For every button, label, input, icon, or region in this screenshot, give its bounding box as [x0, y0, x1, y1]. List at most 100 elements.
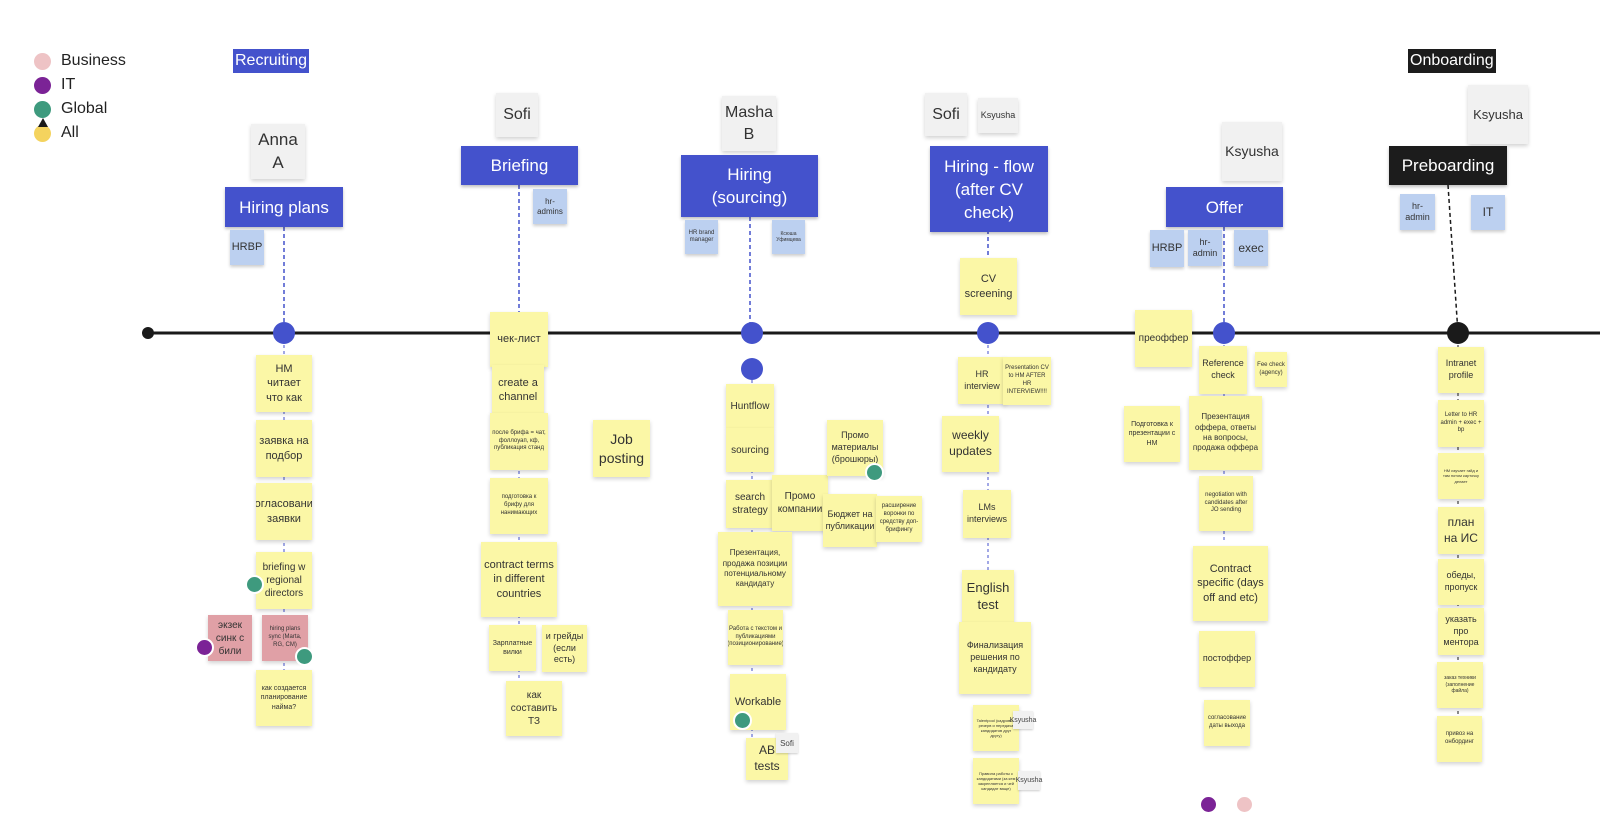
sticky-note[interactable]: Промо компании — [772, 475, 828, 531]
owner-ksyusha-offer[interactable]: Ksyusha — [1222, 122, 1282, 181]
owner-masha[interactable]: Masha B — [722, 96, 776, 151]
sticky-note[interactable]: как создается планирование найма? — [256, 670, 312, 726]
business-dot — [1237, 797, 1252, 812]
sticky-note[interactable]: Правила работы с кандидатами (за кем зак… — [973, 758, 1019, 804]
owner-anna[interactable]: Anna A — [251, 124, 305, 179]
timeline-start-node — [142, 327, 154, 339]
sticky-note[interactable]: English test — [962, 570, 1014, 623]
legend-label: IT — [61, 76, 76, 93]
sticky-note[interactable]: Зарплатные вилки — [489, 625, 536, 671]
global-dot — [245, 575, 264, 594]
sticky-note[interactable]: Презентация, продажа позиции потенциальн… — [718, 532, 792, 606]
sticky-note[interactable]: после брифа = чат, фоллоуап, кф, публика… — [490, 413, 548, 470]
legend-label: Business — [61, 52, 126, 69]
owner-ksyusha-flow[interactable]: Ksyusha — [978, 98, 1018, 133]
sticky-note[interactable]: Presentation CV to HM AFTER HR INTERVIEW… — [1003, 357, 1051, 405]
sticky-note[interactable]: как составить ТЗ — [506, 681, 562, 736]
legend-item-global: Global — [34, 98, 107, 120]
sticky-note[interactable]: постоффер — [1199, 631, 1255, 687]
legend-dot-all — [34, 117, 51, 142]
sticky-note[interactable]: Финализация решения по кандидату — [959, 622, 1031, 694]
role-ksyusha-ufimtseva[interactable]: Ксюша Уфимцева — [772, 220, 805, 254]
sticky-note[interactable]: заявка на подбор — [256, 420, 312, 477]
legend-item-business: Business — [34, 50, 126, 72]
sticky-note[interactable]: create a channel — [492, 365, 544, 415]
sticky-note[interactable]: Intranet profile — [1438, 347, 1484, 393]
sticky-note[interactable]: подготовка к брифу для нанимающих — [490, 478, 548, 534]
role-hr-admins[interactable]: hr-admins — [533, 189, 567, 224]
sticky-note[interactable]: Contract specific (days off and etc) — [1193, 546, 1268, 621]
phase-preboarding[interactable]: Preboarding — [1389, 146, 1507, 185]
role-hr-admin-preboarding[interactable]: hr-admin — [1400, 194, 1435, 230]
legend-label: All — [61, 124, 79, 141]
legend-dot-it — [34, 76, 51, 94]
sticky-note[interactable]: sourcing — [726, 428, 774, 472]
legend-item-it: IT — [34, 74, 75, 96]
global-dot — [295, 647, 314, 666]
timeline-node-flow — [977, 322, 999, 344]
section-onboarding[interactable]: Onboarding — [1408, 49, 1496, 73]
timeline-node-offer — [1213, 322, 1235, 344]
sticky-note[interactable]: HM изучает гайд и там потом карточку дел… — [1438, 453, 1484, 499]
sticky-note[interactable]: Бюджет на публикации — [823, 494, 877, 547]
sticky-note[interactable]: contract terms in different countries — [481, 542, 557, 617]
sticky-note[interactable]: и грейды (если есть) — [542, 625, 587, 672]
sticky-note[interactable]: briefing w regional directors — [256, 552, 312, 609]
tag-ksyusha[interactable]: Ksyusha — [1010, 711, 1036, 729]
legend-dot-business — [34, 52, 51, 70]
sticky-note[interactable]: расширение воронки по средству доп-брифи… — [876, 496, 922, 542]
sticky-note[interactable]: согласование даты выхода — [1204, 700, 1250, 746]
sticky-note[interactable]: Huntflow — [726, 384, 774, 428]
tag-ksyusha[interactable]: Ksyusha — [1016, 771, 1042, 790]
legend-item-all: All — [34, 117, 79, 144]
role-hrbp-offer[interactable]: HRBP — [1150, 230, 1184, 267]
sticky-note[interactable]: Talentpool (кадровый резерв и передача к… — [973, 705, 1019, 751]
sticky-note[interactable]: план на ИС — [1438, 507, 1484, 554]
global-dot — [865, 463, 884, 482]
sticky-note[interactable]: обеды, пропуск — [1438, 559, 1484, 605]
sticky-note[interactable]: HR interview — [958, 357, 1006, 404]
sticky-note[interactable]: HM читает что как — [256, 355, 312, 412]
sticky-note[interactable]: LMs interviews — [963, 490, 1011, 538]
sticky-note[interactable]: Работа с текстом и публикациями (позицио… — [728, 610, 783, 665]
sticky-note[interactable]: weekly updates — [942, 416, 999, 472]
phase-offer[interactable]: Offer — [1166, 187, 1283, 227]
phase-hiring-sourcing[interactable]: Hiring (sourcing) — [681, 155, 818, 217]
sticky-note-business[interactable]: экзек синк с били — [208, 615, 252, 661]
sticky-note[interactable]: CV screening — [960, 258, 1017, 315]
sticky-note[interactable]: согласование заявки — [256, 483, 312, 540]
owner-ksyusha-preboarding[interactable]: Ksyusha — [1468, 85, 1528, 144]
it-dot — [195, 638, 214, 657]
role-exec[interactable]: exec — [1234, 230, 1268, 266]
phase-briefing[interactable]: Briefing — [461, 146, 578, 185]
sticky-note[interactable]: преоффер — [1135, 310, 1192, 367]
sticky-note[interactable]: чек-лист — [490, 312, 548, 367]
role-it[interactable]: IT — [1471, 195, 1505, 230]
owner-sofi-briefing[interactable]: Sofi — [496, 93, 538, 137]
sticky-note[interactable]: заказ техники (заполнение файла) — [1437, 662, 1483, 708]
sticky-note[interactable]: Подготовка к презентации с НМ — [1124, 406, 1180, 462]
role-hrbp-hiring-plans[interactable]: HRBP — [230, 230, 264, 265]
legend-dot-global — [34, 100, 51, 118]
owner-sofi-flow[interactable]: Sofi — [925, 93, 967, 136]
sticky-note[interactable]: Reference check — [1199, 346, 1247, 394]
sticky-note[interactable]: Fee check (agency) — [1255, 352, 1287, 387]
role-hr-admin-offer[interactable]: hr-admin — [1188, 230, 1222, 266]
timeline-node-sourcing — [741, 322, 763, 344]
sticky-note[interactable]: Job posting — [593, 420, 650, 477]
tag-sofi[interactable]: Sofi — [776, 733, 798, 753]
sticky-note[interactable]: negotiation with candidates after JO sen… — [1199, 476, 1253, 531]
sticky-note[interactable]: указать про ментора — [1438, 608, 1484, 655]
sticky-note[interactable]: search strategy — [726, 480, 774, 528]
phase-hiring-plans[interactable]: Hiring plans — [225, 187, 343, 227]
it-dot — [1199, 795, 1218, 814]
sticky-note[interactable]: Презентация оффера, ответы на вопросы, п… — [1189, 396, 1262, 470]
sticky-note[interactable]: Letter to HR admin + exec + bp — [1438, 400, 1484, 447]
global-dot — [733, 711, 752, 730]
section-recruiting[interactable]: Recruiting — [233, 49, 310, 73]
sticky-note[interactable]: привоз на онбординг — [1437, 716, 1482, 762]
timeline-node-sourcing-sub — [741, 358, 763, 380]
phase-hiring-flow[interactable]: Hiring - flow (after CV check) — [930, 146, 1048, 232]
role-hr-brand-manager[interactable]: HR brand manager — [685, 220, 718, 254]
